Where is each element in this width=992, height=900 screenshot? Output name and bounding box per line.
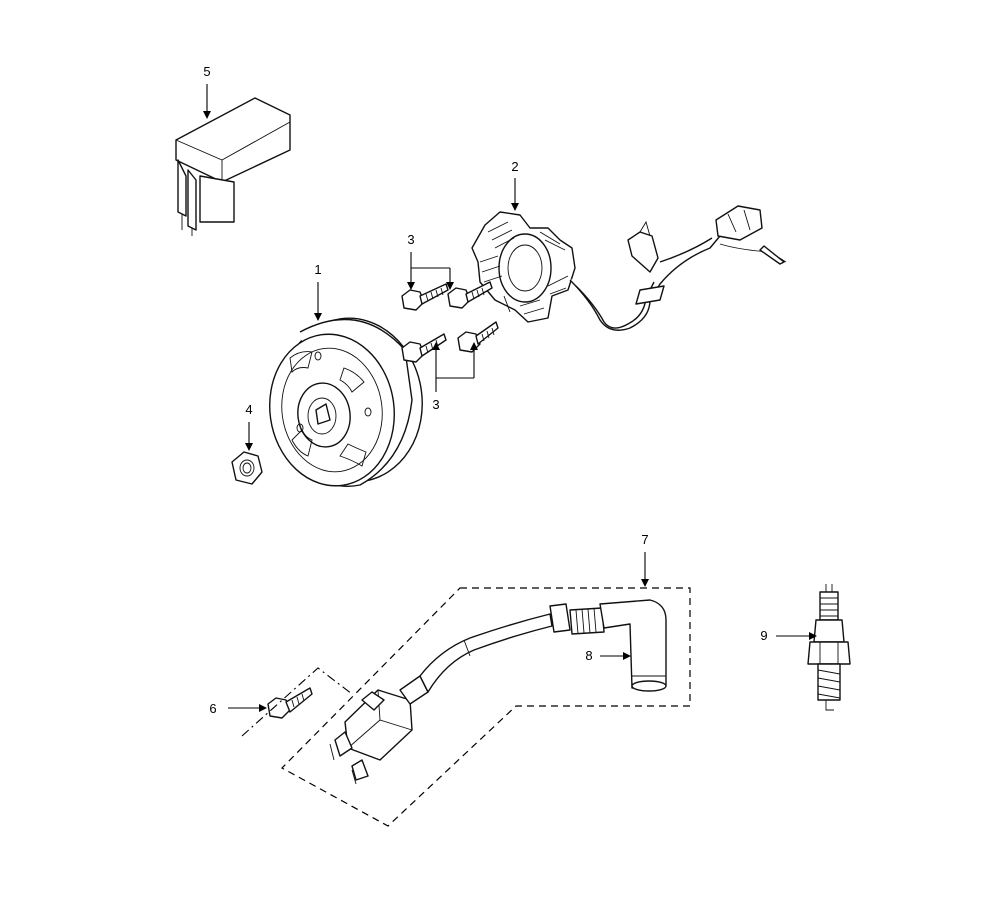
stator — [471, 205, 787, 331]
coil-bolt-axis — [241, 667, 353, 737]
ignition-coil — [329, 599, 667, 785]
ignition-coil-outline — [281, 587, 691, 827]
bolt-a — [401, 283, 449, 311]
callout-9-label: 9 — [760, 628, 767, 643]
nut — [231, 451, 263, 485]
callout-3-upper-label: 3 — [407, 232, 414, 247]
callout-8-label: 8 — [585, 648, 592, 663]
coil-bolt — [267, 687, 313, 719]
callout-4-label: 4 — [245, 402, 252, 417]
bolt-d — [457, 321, 499, 353]
callout-7-label: 7 — [641, 532, 648, 547]
callout-2-label: 2 — [511, 159, 518, 174]
spark-plug — [807, 584, 851, 711]
bolts — [401, 281, 499, 363]
bolt-c — [401, 333, 447, 363]
callout-6-label: 6 — [209, 701, 216, 716]
callout-1-label: 1 — [314, 262, 321, 277]
bolt-b — [447, 281, 493, 309]
cdi-unit — [175, 97, 291, 236]
callout-5-label: 5 — [203, 64, 210, 79]
callout-3-lower-label: 3 — [432, 397, 439, 412]
flywheel — [268, 317, 423, 487]
